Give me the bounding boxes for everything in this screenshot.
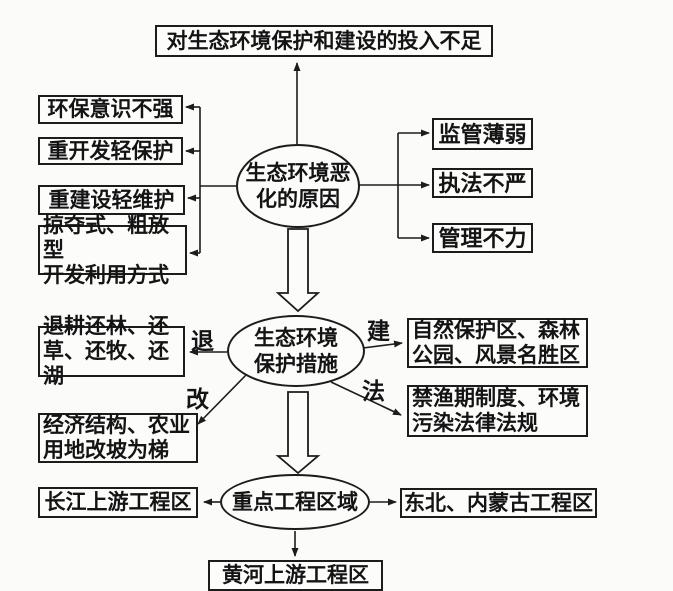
node-yangtze-upstream: 长江上游工程区 bbox=[38, 487, 198, 518]
arrow-gai-to-adjust bbox=[197, 373, 248, 425]
edge-label-gai: 改 bbox=[186, 387, 209, 412]
block-arrow-causes-to-measures bbox=[275, 228, 321, 313]
node-return-farmland: 退耕还林、还 草、还牧、还湖 bbox=[38, 314, 185, 388]
node-economic-structure: 经济结构、农业 用地改坡为梯 bbox=[38, 413, 198, 463]
node-causes-ellipse: 生态环境恶 化的原因 bbox=[236, 144, 360, 228]
edge-label-jian: 建 bbox=[367, 319, 390, 344]
node-northeast-inner-mongolia: 东北、内蒙古工程区 bbox=[400, 488, 597, 518]
node-weak-supervision: 监管薄弱 bbox=[432, 118, 533, 150]
node-predatory-exploitation: 掠夺式、粗放型 开发利用方式 bbox=[38, 213, 187, 287]
arrow-jian-to-reserve bbox=[362, 340, 403, 349]
node-projects-ellipse: 重点工程区域 bbox=[220, 474, 370, 530]
node-poor-management: 管理不力 bbox=[432, 223, 533, 253]
node-construction-over-maintenance: 重建设轻维护 bbox=[38, 185, 185, 215]
edge-label-fa: 法 bbox=[362, 379, 385, 404]
block-arrow-measures-to-projects bbox=[275, 391, 321, 475]
node-insufficient-investment: 对生态环境保护和建设的投入不足 bbox=[155, 25, 493, 57]
node-lax-enforcement: 执法不严 bbox=[432, 168, 533, 198]
edge-label-tui: 退 bbox=[191, 329, 214, 354]
node-fishing-ban-laws: 禁渔期制度、环境 污染法律法规 bbox=[407, 385, 588, 437]
arrow-fa-to-law bbox=[330, 381, 402, 416]
node-measures-ellipse: 生态环境 保护措施 bbox=[227, 315, 365, 387]
node-development-over-protection: 重开发轻保护 bbox=[38, 137, 183, 165]
node-nature-reserves: 自然保护区、森林 公园、风景名胜区 bbox=[407, 318, 588, 368]
node-weak-awareness: 环保意识不强 bbox=[38, 95, 183, 124]
node-yellow-river-upstream: 黄河上游工程区 bbox=[208, 560, 383, 591]
